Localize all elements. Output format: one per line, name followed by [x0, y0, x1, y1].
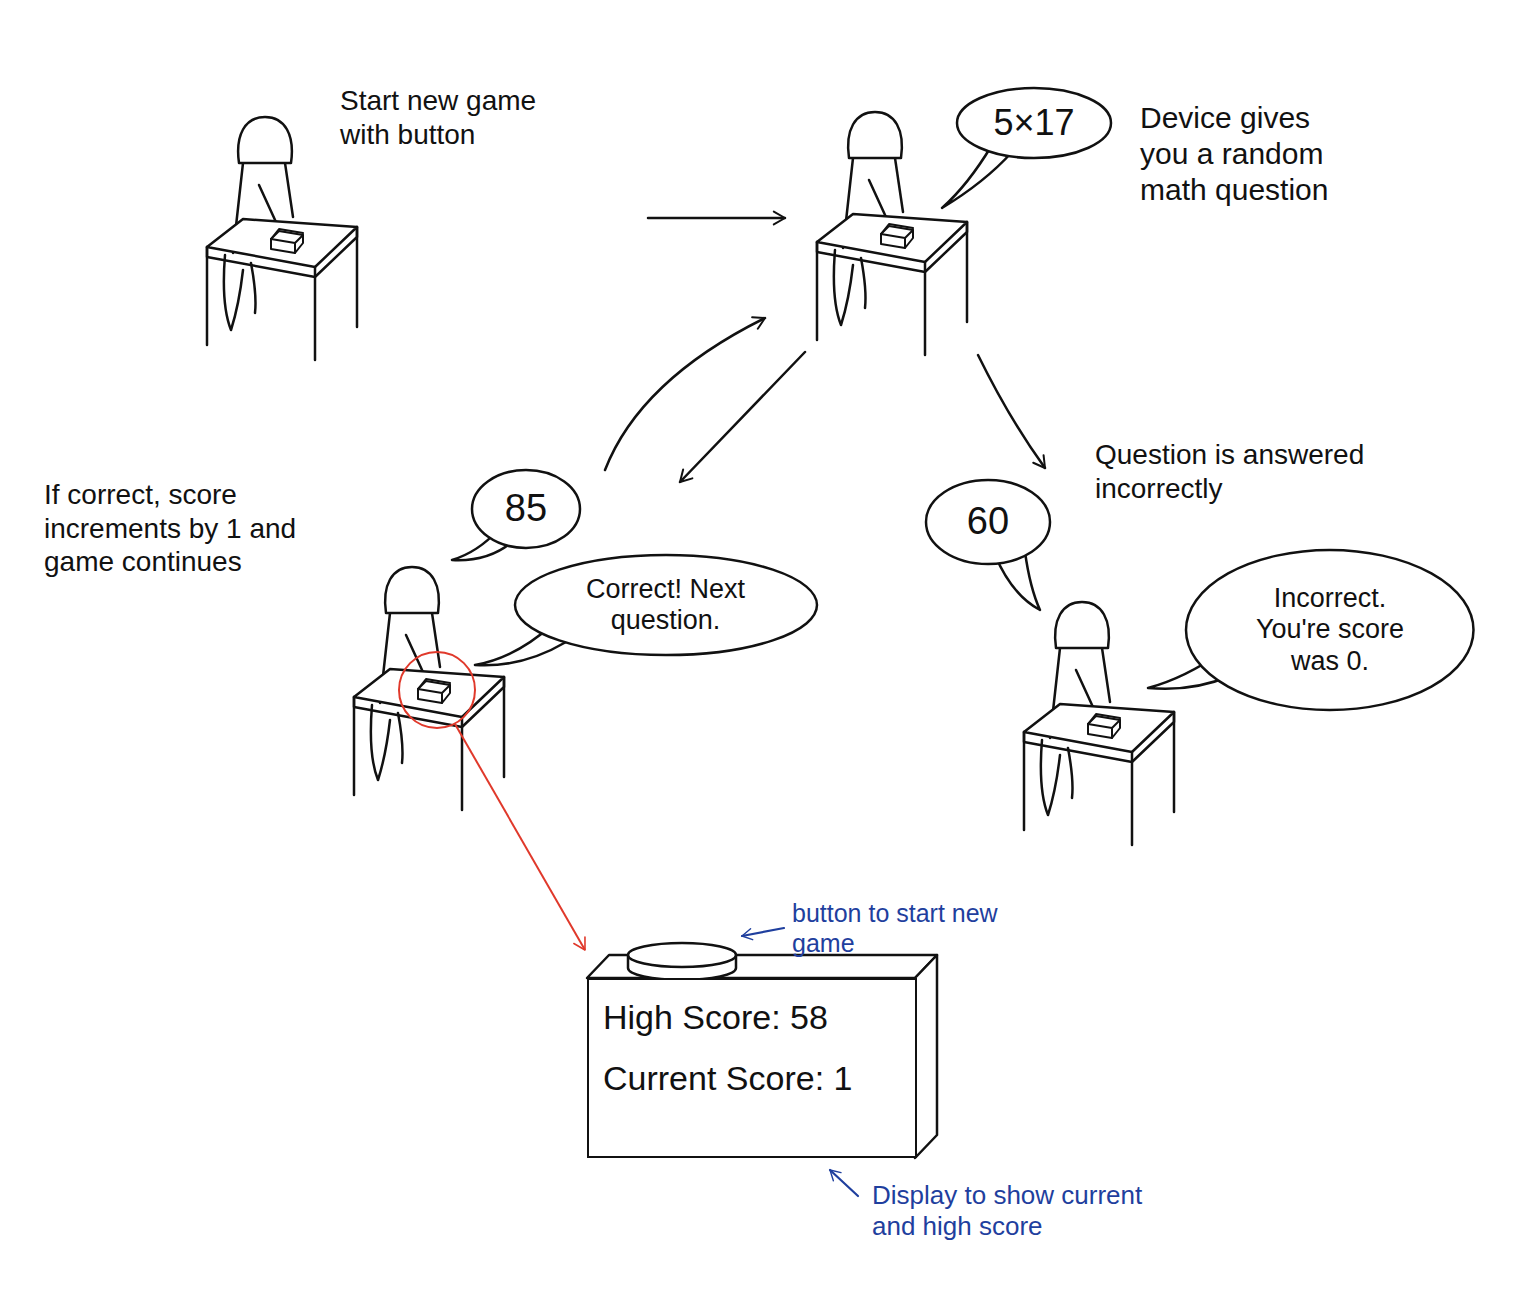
annotation-arrow	[742, 928, 784, 936]
score-text: High Score: 58	[603, 998, 901, 1037]
flow-arrow	[648, 217, 785, 220]
bubble-ellipse	[472, 470, 580, 548]
start-button	[628, 943, 736, 967]
bubble-ellipse	[957, 88, 1111, 158]
bubble-text-area: 60	[924, 478, 1052, 566]
scene-caption: Start new game with button	[340, 84, 585, 151]
bubble-ellipse	[1186, 550, 1474, 710]
person-at-device	[207, 117, 357, 360]
speech-bubble: 85	[470, 468, 582, 550]
scene-caption: Device gives you a random math question	[1140, 100, 1355, 208]
speech-bubble: 60	[924, 478, 1052, 566]
flow-arrows	[605, 218, 1045, 482]
bubble-text-area: Correct! Next question.	[513, 553, 819, 657]
scene-caption: If correct, score increments by 1 and ga…	[44, 478, 344, 579]
bubble-text-area: Incorrect. You're score was 0.	[1184, 548, 1476, 712]
bubble-text-area: 85	[470, 468, 582, 550]
device-side-face	[915, 955, 937, 1158]
zoom-callout	[399, 652, 585, 950]
annotation-note: Display to show current and high score	[872, 1180, 1192, 1242]
person-at-device	[817, 112, 967, 355]
speech-bubble: 5×17	[955, 86, 1113, 160]
person-at-device	[1024, 602, 1174, 845]
zoom-circle	[399, 652, 475, 728]
bubble-ellipse	[515, 555, 817, 655]
speech-bubble: Incorrect. You're score was 0.	[1184, 548, 1476, 712]
speech-text: 85	[505, 487, 547, 531]
annotation-arrow	[830, 1170, 858, 1196]
speech-text: Incorrect. You're score was 0.	[1235, 583, 1425, 676]
flow-arrow	[978, 355, 1045, 468]
bubble-ellipse	[926, 480, 1050, 564]
speech-bubble: Correct! Next question.	[513, 553, 819, 657]
speech-text: Correct! Next question.	[566, 574, 766, 636]
bubble-text-area: 5×17	[955, 86, 1113, 160]
device-closeup-3d	[587, 943, 937, 1158]
device-display: High Score: 58 Current Score: 1	[587, 978, 917, 1158]
zoom-leader	[455, 724, 585, 950]
person-at-device	[354, 567, 504, 810]
scene-caption: Question is answered incorrectly	[1095, 438, 1395, 505]
speech-text: 5×17	[993, 102, 1074, 143]
annotation-note: button to start new game	[792, 898, 1032, 958]
flow-arrow	[605, 318, 765, 470]
bubble-tails	[452, 145, 1230, 689]
speech-text: 60	[967, 500, 1009, 544]
score-text: Current Score: 1	[603, 1059, 901, 1098]
flow-arrow	[680, 352, 805, 482]
